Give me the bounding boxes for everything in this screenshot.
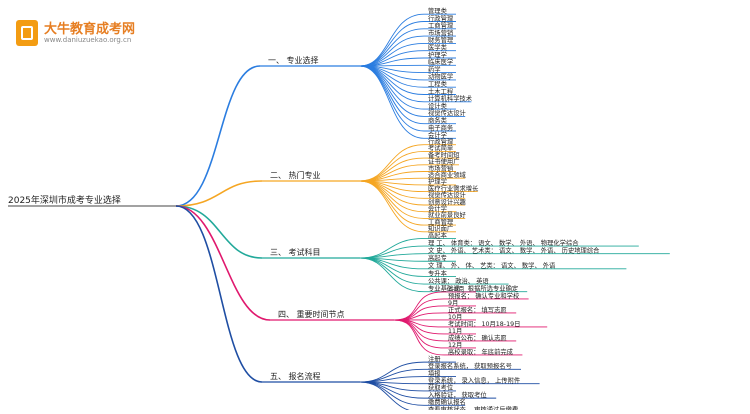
leaf-connector <box>360 254 424 258</box>
leaf-node: 缴费确认报名 <box>428 397 466 406</box>
logo-url: www.daniuzuekao.org.cn <box>44 36 131 44</box>
leaf-connector <box>360 382 424 410</box>
leaf-node: 知识面广 <box>428 224 453 233</box>
leaf-connector <box>360 246 424 258</box>
leaf-node: 适合商业领域 <box>428 170 466 179</box>
leaf-node: 考试时间： 10月18-19日 <box>448 319 520 328</box>
leaf-node: 医学类 <box>428 43 448 52</box>
leaf-node: 电子商务 <box>428 123 454 132</box>
leaf-node: 专业基础课： 根据所选专业确定 <box>428 283 519 292</box>
leaf-node: 3-8月 <box>448 285 465 293</box>
leaf-node: 登录系统， 录入信息， 上传附件 <box>428 376 520 385</box>
leaf-node: 成绩公布： 确认志愿 <box>448 333 507 342</box>
leaf-node: 就业前景良好 <box>428 210 466 219</box>
leaf-node: 文 理、 外、 体、 艺类： 语文、 数学、 外语 <box>428 261 556 270</box>
leaf-node: 理 工、 体育类： 语文、 数学、 外语、 物理化学综合 <box>428 238 579 247</box>
leaf-node: 视觉传达设计 <box>428 190 466 199</box>
leaf-node: 12月 <box>448 341 462 349</box>
branch-2: 二、 热门专业 行政管理考试简单备考时间短证书使用广市场营销适合商业领域护理学医疗… <box>176 136 479 232</box>
leaf-connector <box>360 258 424 292</box>
leaf-node: 临床医学 <box>428 57 453 66</box>
leaf-connector <box>360 43 424 66</box>
leaf-node: 10月 <box>448 313 462 321</box>
leaf-node: 获取考位 <box>428 383 454 392</box>
leaf-connector <box>360 369 424 382</box>
book-icon <box>16 20 38 46</box>
leaf-connector <box>360 382 424 405</box>
leaf-node: 动物医学 <box>428 72 453 81</box>
branch-label: 二、 热门专业 <box>270 170 321 180</box>
leaf-connector <box>360 151 424 181</box>
leaf-node: 专升本 <box>428 268 448 277</box>
leaf-node: 市场营销 <box>428 163 453 172</box>
leaf-node: 高校录取： 年底前完成 <box>448 347 514 356</box>
branch-connector <box>176 66 260 206</box>
leaf-node: 管理类 <box>428 6 448 15</box>
branch-label: 五、 报名流程 <box>270 371 321 381</box>
leaf-node: 行政管理 <box>428 13 454 22</box>
leaf-node: 考试简单 <box>428 143 453 152</box>
leaf-node: 会计学 <box>428 203 447 212</box>
leaf-node: 财务管理 <box>428 35 454 44</box>
leaf-node: 市场营销 <box>428 28 453 37</box>
leaf-node: 正式报名： 填写志愿 <box>448 305 507 314</box>
leaf-connector <box>360 238 424 258</box>
branch-label: 一、 专业选择 <box>268 55 319 65</box>
leaf-connector <box>360 29 424 66</box>
branch-connector <box>176 206 262 382</box>
leaf-node: 证书使用广 <box>428 157 459 166</box>
leaf-connector <box>360 258 424 284</box>
leaf-node: 工商管理 <box>428 217 454 226</box>
leaf-node: 商务类 <box>428 116 448 125</box>
leaf-node: 公共课： 政治、 英语 <box>428 276 489 285</box>
leaf-node: 计算机科学技术 <box>428 94 473 103</box>
leaf-node: 文 史、 外语、 艺术类： 语文、 数学、 外语、 历史地理综合 <box>428 245 600 254</box>
leaf-node: 登录报名系统， 获取预报名号 <box>428 361 512 370</box>
leaf-node: 填报 <box>428 368 441 377</box>
leaf-connector <box>360 158 424 181</box>
leaf-node: 护理学 <box>428 50 447 59</box>
leaf-node: 医疗行业需求增长 <box>428 183 479 192</box>
leaf-node: 视觉传达设计 <box>428 108 466 117</box>
leaf-connector <box>360 66 424 102</box>
leaf-node: 工程类 <box>428 79 448 88</box>
leaf-node: 设计类 <box>428 101 448 110</box>
leaf-node: 护理学 <box>428 177 447 186</box>
leaf-node: 注册 <box>428 354 441 363</box>
leaf-node: 11月 <box>448 327 462 335</box>
site-logo[interactable]: 大牛教育成考网 www.daniuzuekao.org.cn <box>16 18 176 54</box>
leaf-node: 入格验证， 获取考位 <box>428 390 487 399</box>
root-node: 2025年深圳市成考专业选择 <box>8 194 121 206</box>
leaf-node: 药学 <box>428 64 441 73</box>
branch-label: 四、 重要时间节点 <box>278 309 345 319</box>
logo-title: 大牛教育成考网 <box>44 18 135 37</box>
leaf-node: 备考时间短 <box>428 150 460 159</box>
leaf-connector <box>360 181 424 225</box>
branch-label: 三、 考试科目 <box>270 247 321 257</box>
leaf-connector <box>360 181 424 212</box>
leaf-node: 高起本 <box>428 230 448 239</box>
leaf-node: 工商管理 <box>428 21 454 30</box>
leaf-node: 9月 <box>448 299 458 307</box>
leaf-node: 行政管理 <box>428 136 454 145</box>
leaf-node: 预报名： 确认专业和学校 <box>448 291 520 300</box>
leaf-node: 高起专 <box>428 253 447 262</box>
leaf-node: 土木工程 <box>428 86 454 95</box>
leaf-node: 创意设计兴趣 <box>428 197 466 206</box>
